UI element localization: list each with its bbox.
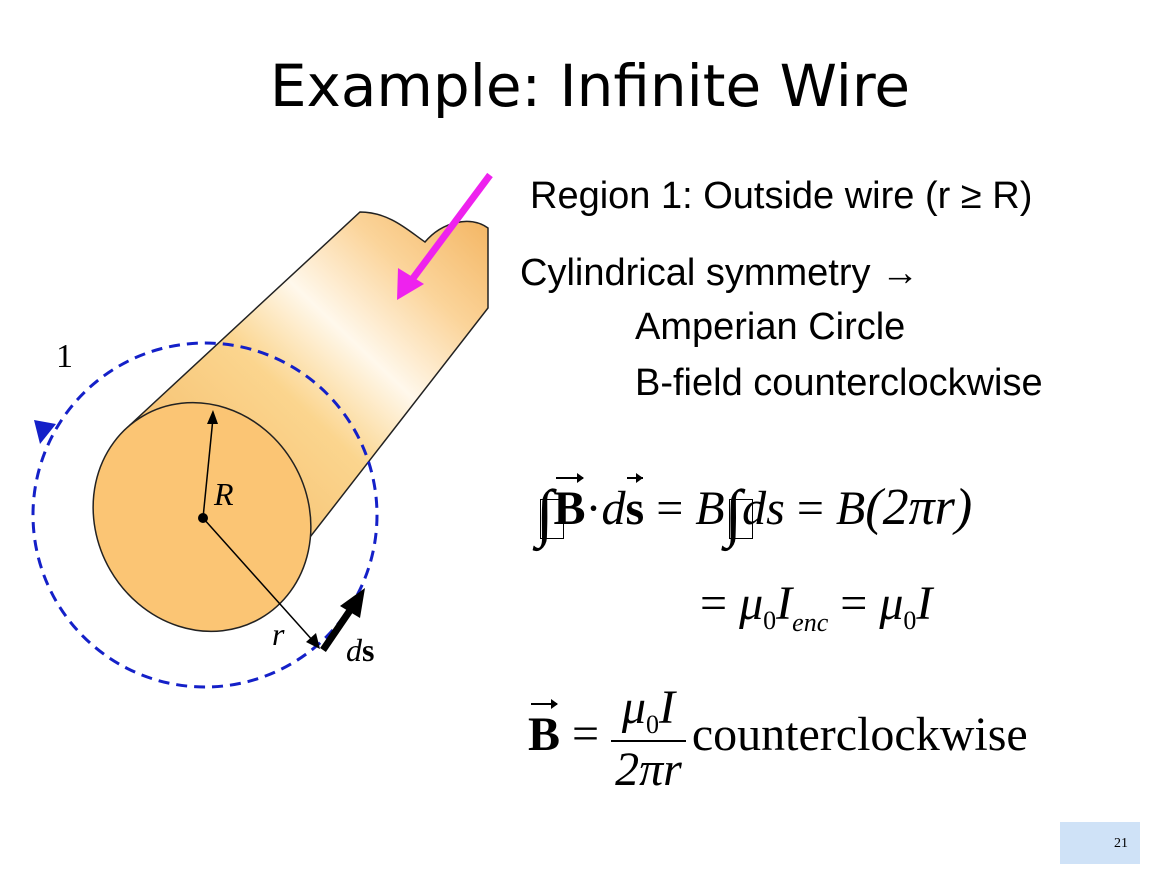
mu-symbol: μ	[739, 577, 764, 630]
enclosed-current-equation: = μ0Ienc = μ0I	[700, 576, 932, 638]
closed-integral-icon-2: ∫	[725, 480, 753, 545]
current-arrow	[405, 172, 493, 288]
amperian-circle-text: Amperian Circle	[635, 306, 906, 348]
fraction-numerator: μ0I	[611, 680, 686, 742]
equals-2: =	[784, 482, 836, 535]
equals-4: =	[828, 577, 880, 630]
field-direction-text: B-field counterclockwise	[635, 362, 1043, 404]
radius-label: R	[213, 476, 234, 512]
dot-operator: ·	[585, 482, 602, 535]
wire-diagram: 1 R r ds	[31, 172, 493, 689]
equals-1: =	[644, 482, 696, 535]
b-vector: B	[553, 473, 586, 535]
d-symbol: d	[601, 482, 626, 535]
amperian-circle	[31, 341, 379, 689]
b-magnitude-2: B	[835, 482, 866, 535]
result-b-vector: B	[528, 698, 561, 761]
slide-page-number: 21	[1060, 822, 1140, 864]
enc-subscript: enc	[792, 608, 829, 637]
numerator-current: I	[659, 681, 675, 734]
current-arrowhead-icon	[397, 268, 424, 300]
current-symbol-2: I	[916, 577, 933, 630]
s-vector: s	[625, 473, 645, 535]
circle-direction-arrow-icon	[34, 420, 56, 444]
mu-subscript: 0	[763, 606, 777, 635]
ds-label-d: d	[346, 632, 363, 668]
result-equals: =	[560, 707, 612, 761]
symmetry-text: Cylindrical symmetry →	[520, 252, 920, 294]
ds-arrowhead-icon	[340, 588, 365, 618]
radius-arrow	[202, 417, 214, 519]
ds-arrow	[320, 604, 356, 652]
circumference: (2πr)	[865, 479, 973, 536]
ds-symbol: ds	[742, 482, 785, 535]
distance-label: r	[272, 616, 285, 652]
slide-title: Example: Infinite Wire	[269, 52, 911, 120]
ds-label-s: s	[362, 632, 374, 668]
closed-integral-icon: ∫	[536, 480, 564, 545]
ds-label: ds	[346, 632, 374, 668]
ampere-law-equation: ∫B·ds = B∫ds = B(2πr)	[536, 473, 973, 545]
mu-subscript-2: 0	[903, 606, 917, 635]
numerator-subscript: 0	[646, 710, 660, 739]
mu-symbol-2: μ	[879, 577, 904, 630]
radius-arrowhead-icon	[207, 410, 218, 424]
distance-arrow	[202, 517, 315, 643]
equals-3: =	[700, 577, 740, 630]
b-magnitude: B	[695, 482, 725, 535]
numerator-mu: μ	[621, 681, 647, 734]
current-symbol: I	[776, 577, 793, 630]
direction-word: counterclockwise	[691, 707, 1028, 761]
fraction-denominator: 2πr	[615, 742, 682, 796]
distance-arrowhead-icon	[306, 633, 320, 649]
region-number-label: 1	[56, 338, 73, 375]
region-text: Region 1: Outside wire (r ≥ R)	[530, 175, 1033, 217]
